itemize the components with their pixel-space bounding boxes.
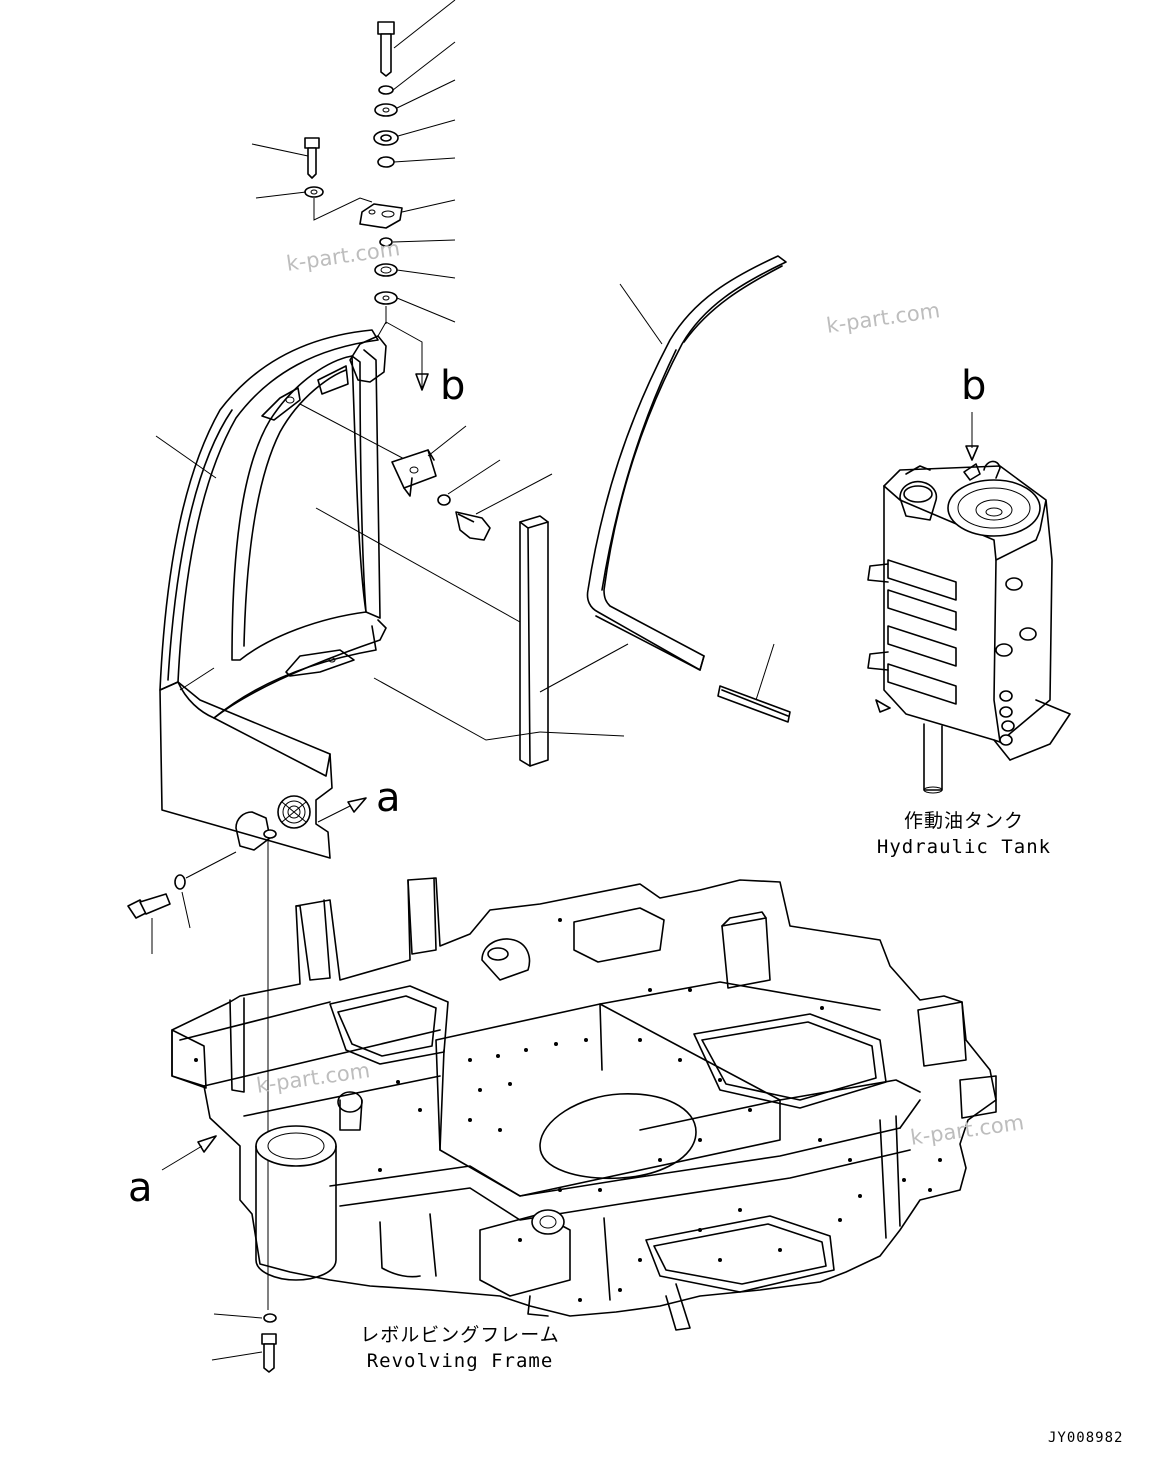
ref-label-a-upper: a (376, 775, 401, 821)
side-bolt-upper (251, 137, 373, 221)
hydraulic-tank-label-en: Hydraulic Tank (876, 836, 1052, 858)
hydraulic-tank-label-jp: 作動油タンク (903, 810, 1024, 832)
curved-seal-strip (586, 255, 791, 723)
cab-side-panel (159, 329, 387, 859)
revolving-frame-label-jp: レボルビングフレーム (360, 1324, 560, 1346)
alignment-line (211, 840, 277, 1373)
vertical-seal-strip (373, 515, 629, 767)
arrow-a-lower (161, 1135, 217, 1171)
leader-lines-panel (155, 403, 521, 691)
arrow-a-upper (317, 797, 367, 823)
frame-rivets (194, 918, 942, 1302)
ref-label-a-lower: a (128, 1165, 153, 1211)
ref-label-b-tank: b (961, 363, 987, 409)
hydraulic-tank (867, 412, 1071, 794)
drawing-code: JY008982 (1048, 1430, 1124, 1446)
mounting-bracket (391, 425, 553, 541)
ref-label-b-top: b (440, 363, 466, 409)
lower-bolt-left (127, 851, 237, 954)
bolt-stack-top (359, 21, 429, 391)
revolving-frame-label-en: Revolving Frame (366, 1350, 554, 1372)
leader-lines-stack (392, 0, 456, 323)
revolving-frame (171, 877, 997, 1331)
